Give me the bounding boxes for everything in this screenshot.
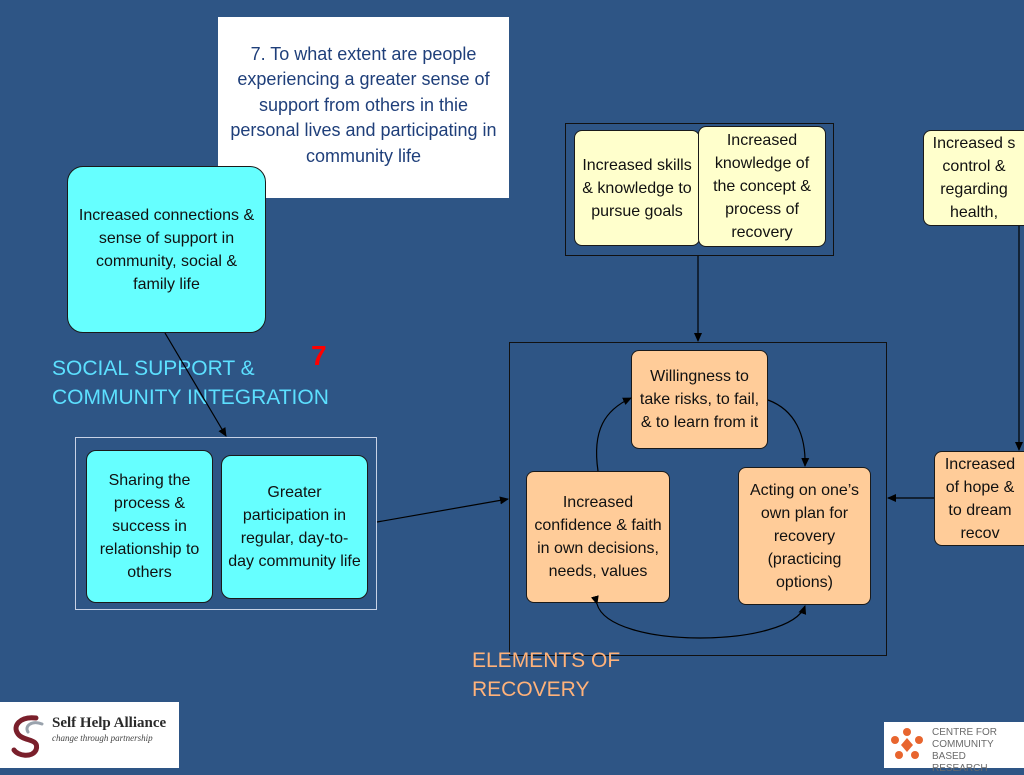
elements-of-recovery-label: ELEMENTS OF RECOVERY (472, 649, 621, 701)
self-help-alliance-tagline: change through partnership (52, 733, 153, 743)
increased-confidence-box: Increased confidence & faith in own deci… (526, 471, 670, 603)
increased-knowledge-box: Increased knowledge of the concept & pro… (698, 126, 826, 247)
centre-community-research-logo: CENTRE FOR COMMUNITY BASED RESEARCH (884, 722, 1024, 774)
arrow-connections-to-social-group (164, 332, 227, 437)
elements-of-recovery-frame (509, 342, 887, 656)
increased-sense-of-control-box: Increased s control & regarding health, (923, 130, 1024, 226)
increased-hope-box: Increased of hope & to dream recov (934, 451, 1024, 546)
ccbr-line-1: CENTRE FOR (932, 727, 997, 738)
increased-skills-box: Increased skills & knowledge to pursue g… (574, 130, 700, 246)
question-text: 7. To what extent are people experiencin… (230, 43, 497, 166)
ccbr-star-logo-mark (891, 728, 923, 759)
arrow-willingness-to-acting (767, 399, 810, 467)
ccbr-line-2: COMMUNITY (932, 739, 994, 750)
self-help-alliance-logo: Self Help Alliance change through partne… (0, 702, 179, 768)
greater-participation-box: Greater participation in regular, day-to… (221, 455, 368, 599)
social-support-label: SOCIAL SUPPORT & COMMUNITY INTEGRATION (52, 357, 329, 409)
sharing-the-process-box: Sharing the process & success in relatio… (86, 450, 213, 603)
self-help-alliance-title: Self Help Alliance (52, 715, 167, 731)
social-support-group-frame (75, 437, 377, 610)
ccbr-line-3: BASED RESEARCH (932, 751, 988, 774)
question-number-label: 7 (311, 340, 327, 371)
willingness-to-take-risks-box: Willingness to take risks, to fail, & to… (631, 350, 768, 449)
arrow-confidence-acting-loop (590, 595, 807, 639)
arrow-social-group-to-recovery (376, 496, 509, 523)
arrow-confidence-to-willingness (596, 397, 632, 472)
acting-on-own-plan-box: Acting on one’s own plan for recovery (p… (738, 467, 871, 605)
knowledge-group-frame (565, 123, 834, 256)
question-box: 7. To what extent are people experiencin… (218, 17, 509, 198)
self-help-swirl-logo-mark (11, 715, 44, 758)
increased-connections-box: Increased connections & sense of support… (67, 166, 266, 333)
